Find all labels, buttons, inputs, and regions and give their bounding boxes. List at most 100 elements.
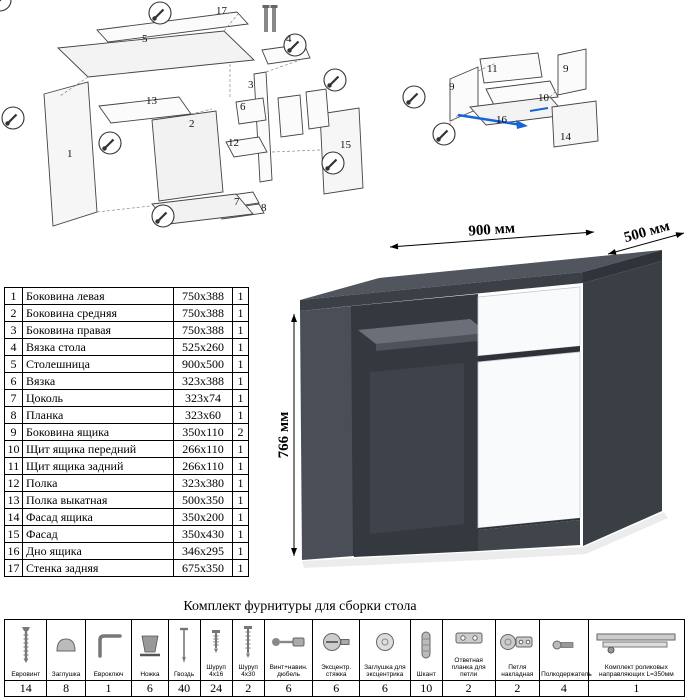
hinge-plate-icon: [443, 620, 495, 657]
hardware-item-qty: 6: [313, 680, 359, 696]
part-name: Планка: [22, 406, 174, 424]
part-qty: 1: [232, 508, 249, 526]
part-name: Боковина средняя: [22, 304, 174, 322]
part-number-label: 13: [146, 95, 157, 107]
width-dimension-label: 900 мм: [468, 222, 516, 240]
hex-key-icon: [86, 620, 132, 671]
hardware-item-qty: 10: [410, 680, 442, 696]
hardware-item-qty: 6: [359, 680, 410, 696]
hardware-item-label: Евроключ: [93, 670, 124, 678]
part-number-label: 8: [261, 202, 267, 214]
part-number: 14: [4, 508, 23, 526]
part-size: 750x388: [173, 287, 233, 305]
part-number: 12: [4, 474, 23, 492]
part-qty: 1: [232, 355, 249, 373]
part-number-label: 3: [248, 79, 254, 91]
part-size: 350x110: [173, 423, 233, 441]
part-name: Вязка: [22, 372, 174, 390]
hardware-item-label: Винт+навин. дюбель: [269, 663, 308, 678]
part-number: 17: [4, 559, 23, 577]
height-dimension-label: 766 мм: [278, 412, 292, 459]
part-qty: 1: [232, 559, 249, 577]
hardware-item: Ножка 6: [131, 620, 168, 696]
part-name: Боковина правая: [22, 321, 174, 339]
part-number-label: 11: [487, 63, 498, 75]
part-number-label: 9: [563, 63, 569, 75]
hardware-item-qty: 1: [588, 680, 685, 696]
hardware-item: Евровинт 14: [5, 620, 47, 696]
part-qty: 1: [232, 474, 249, 492]
part-name: Полка выкатная: [22, 491, 174, 509]
hardware-item: Заглушка для эксцентрика 6: [358, 620, 410, 696]
part-number-label: 15: [340, 139, 351, 151]
exploded-desk-diagram: [0, 0, 364, 229]
hardware-item-qty: 40: [168, 680, 200, 696]
part-size: 350x430: [173, 525, 233, 543]
part-size: 900x500: [173, 355, 233, 373]
part-qty: 1: [232, 389, 249, 407]
part-number: 5: [4, 355, 23, 373]
hardware-item: Евроключ 1: [84, 620, 132, 696]
hardware-item: Шкант 10: [409, 620, 442, 696]
part-name: Боковина ящика: [22, 423, 174, 441]
desk-render: 900 мм 500 мм 766 мм: [278, 222, 685, 568]
hardware-item-label: Заглушка: [51, 670, 81, 678]
hardware-item: Заглушка 8: [46, 620, 85, 696]
hardware-kit-title: Комплект фурнитуры для сборки стола: [183, 599, 417, 614]
hardware-item-label: Евровинт: [11, 670, 41, 678]
part-qty: 1: [232, 406, 249, 424]
hardware-item-label: Гвоздь: [174, 670, 195, 678]
hardware-item-label: Шкант: [416, 670, 436, 678]
part-number: 4: [4, 338, 23, 356]
hardware-item-label: Эксцентр. стяжка: [321, 663, 352, 678]
hardware-item-qty: 6: [132, 680, 168, 696]
hardware-item-label: Ответная планка для петли: [451, 656, 486, 678]
hinge-icon: [496, 620, 540, 664]
foot-icon: [132, 620, 167, 671]
part-qty: 1: [232, 321, 249, 339]
hardware-item: Винт+навин. дюбель 6: [263, 620, 313, 696]
part-size: 500x350: [173, 491, 233, 509]
part-name: Полка: [22, 474, 174, 492]
part-number-label: 7: [234, 196, 240, 208]
hardware-item-qty: 2: [442, 680, 495, 696]
nail-icon: [169, 620, 200, 671]
part-qty: 1: [232, 491, 249, 509]
hardware-item-qty: 6: [264, 680, 313, 696]
part-name: Фасад: [22, 525, 174, 543]
part-name: Дно ящика: [22, 542, 174, 560]
part-name: Фасад ящика: [22, 508, 174, 526]
part-qty: 1: [232, 440, 249, 458]
part-number-label: 16: [496, 114, 507, 126]
part-size: 323x388: [173, 372, 233, 390]
hardware-item-qty: 14: [5, 680, 47, 696]
hardware-item-qty: 4: [540, 680, 588, 696]
hardware-item-label: Комплект роликовых направляющих L=350мм: [599, 663, 674, 678]
cam-cap-icon: [360, 620, 410, 664]
hardware-item-label: Ножка: [140, 670, 160, 678]
hardware-item: Гвоздь 40: [167, 620, 200, 696]
part-size: 266x110: [173, 457, 233, 475]
part-number: 8: [4, 406, 23, 424]
hardware-item-label: Петля накладная: [501, 663, 534, 678]
part-name: Боковина левая: [22, 287, 174, 305]
part-number: 15: [4, 525, 23, 543]
cam-lock-icon: [313, 620, 359, 664]
part-name: Вязка стола: [22, 338, 174, 356]
part-number: 10: [4, 440, 23, 458]
screw-4x16-icon: [201, 620, 232, 664]
part-size: 266x110: [173, 440, 233, 458]
dowel-icon: [411, 620, 442, 671]
hardware-item-qty: 24: [200, 680, 232, 696]
hardware-item-label: Шуруп 4x16: [206, 663, 226, 678]
part-size: 750x388: [173, 321, 233, 339]
